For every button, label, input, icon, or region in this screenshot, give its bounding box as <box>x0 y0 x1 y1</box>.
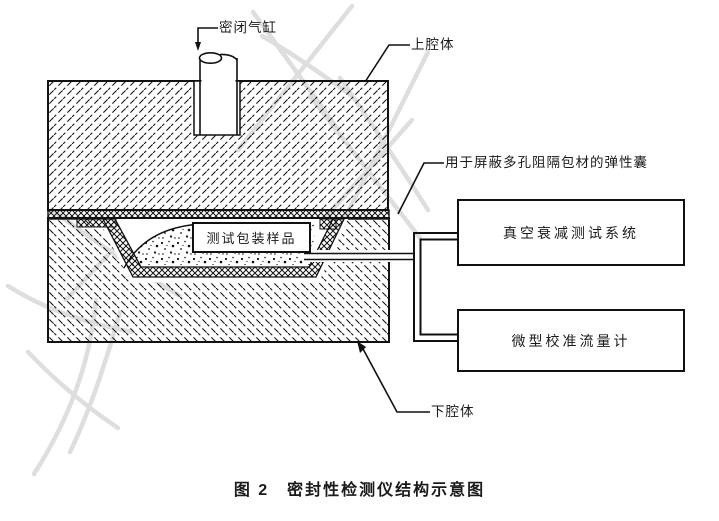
figure-caption: 图 2 密封性检测仪结构示意图 <box>233 482 486 499</box>
arrow-down-icon <box>195 42 201 51</box>
callout-upper-chamber: 上腔体 <box>411 37 455 52</box>
callout-sealed-cylinder: 密闭气缸 <box>219 20 277 35</box>
manifold-pipe-inner <box>419 238 457 336</box>
leader-lower-chamber <box>361 346 430 413</box>
flow-meter-box: 微型校准流量计 <box>457 309 685 372</box>
leader-elastic-bladder <box>397 162 444 215</box>
cylinder-port-ellipse <box>198 51 223 64</box>
test-sample-box: 测试包装样品 <box>192 222 311 253</box>
vacuum-decay-system-label: 真空衰减测试系统 <box>503 226 639 242</box>
vacuum-decay-system-box: 真空衰减测试系统 <box>457 199 685 266</box>
leader-upper-chamber <box>364 44 410 83</box>
bladder-left-tab <box>76 218 117 228</box>
bladder-right-tab <box>319 218 337 230</box>
cylinder-top-edge <box>219 53 238 61</box>
cylinder-interior <box>201 50 236 134</box>
arrow-up-left-icon <box>357 341 366 353</box>
sealed-cylinder <box>193 50 241 136</box>
test-sample-label: 测试包装样品 <box>206 231 297 246</box>
chamber-pipe <box>304 252 414 261</box>
flow-meter-label: 微型校准流量计 <box>511 334 631 350</box>
manifold-pipe-outer <box>413 232 457 342</box>
leader-sealed-cylinder <box>197 27 218 47</box>
callout-elastic-bladder: 用于屏蔽多孔阻隔包材的弹性囊 <box>445 155 648 170</box>
callout-lower-chamber: 下腔体 <box>431 404 475 419</box>
cylinder-walls <box>199 58 238 135</box>
